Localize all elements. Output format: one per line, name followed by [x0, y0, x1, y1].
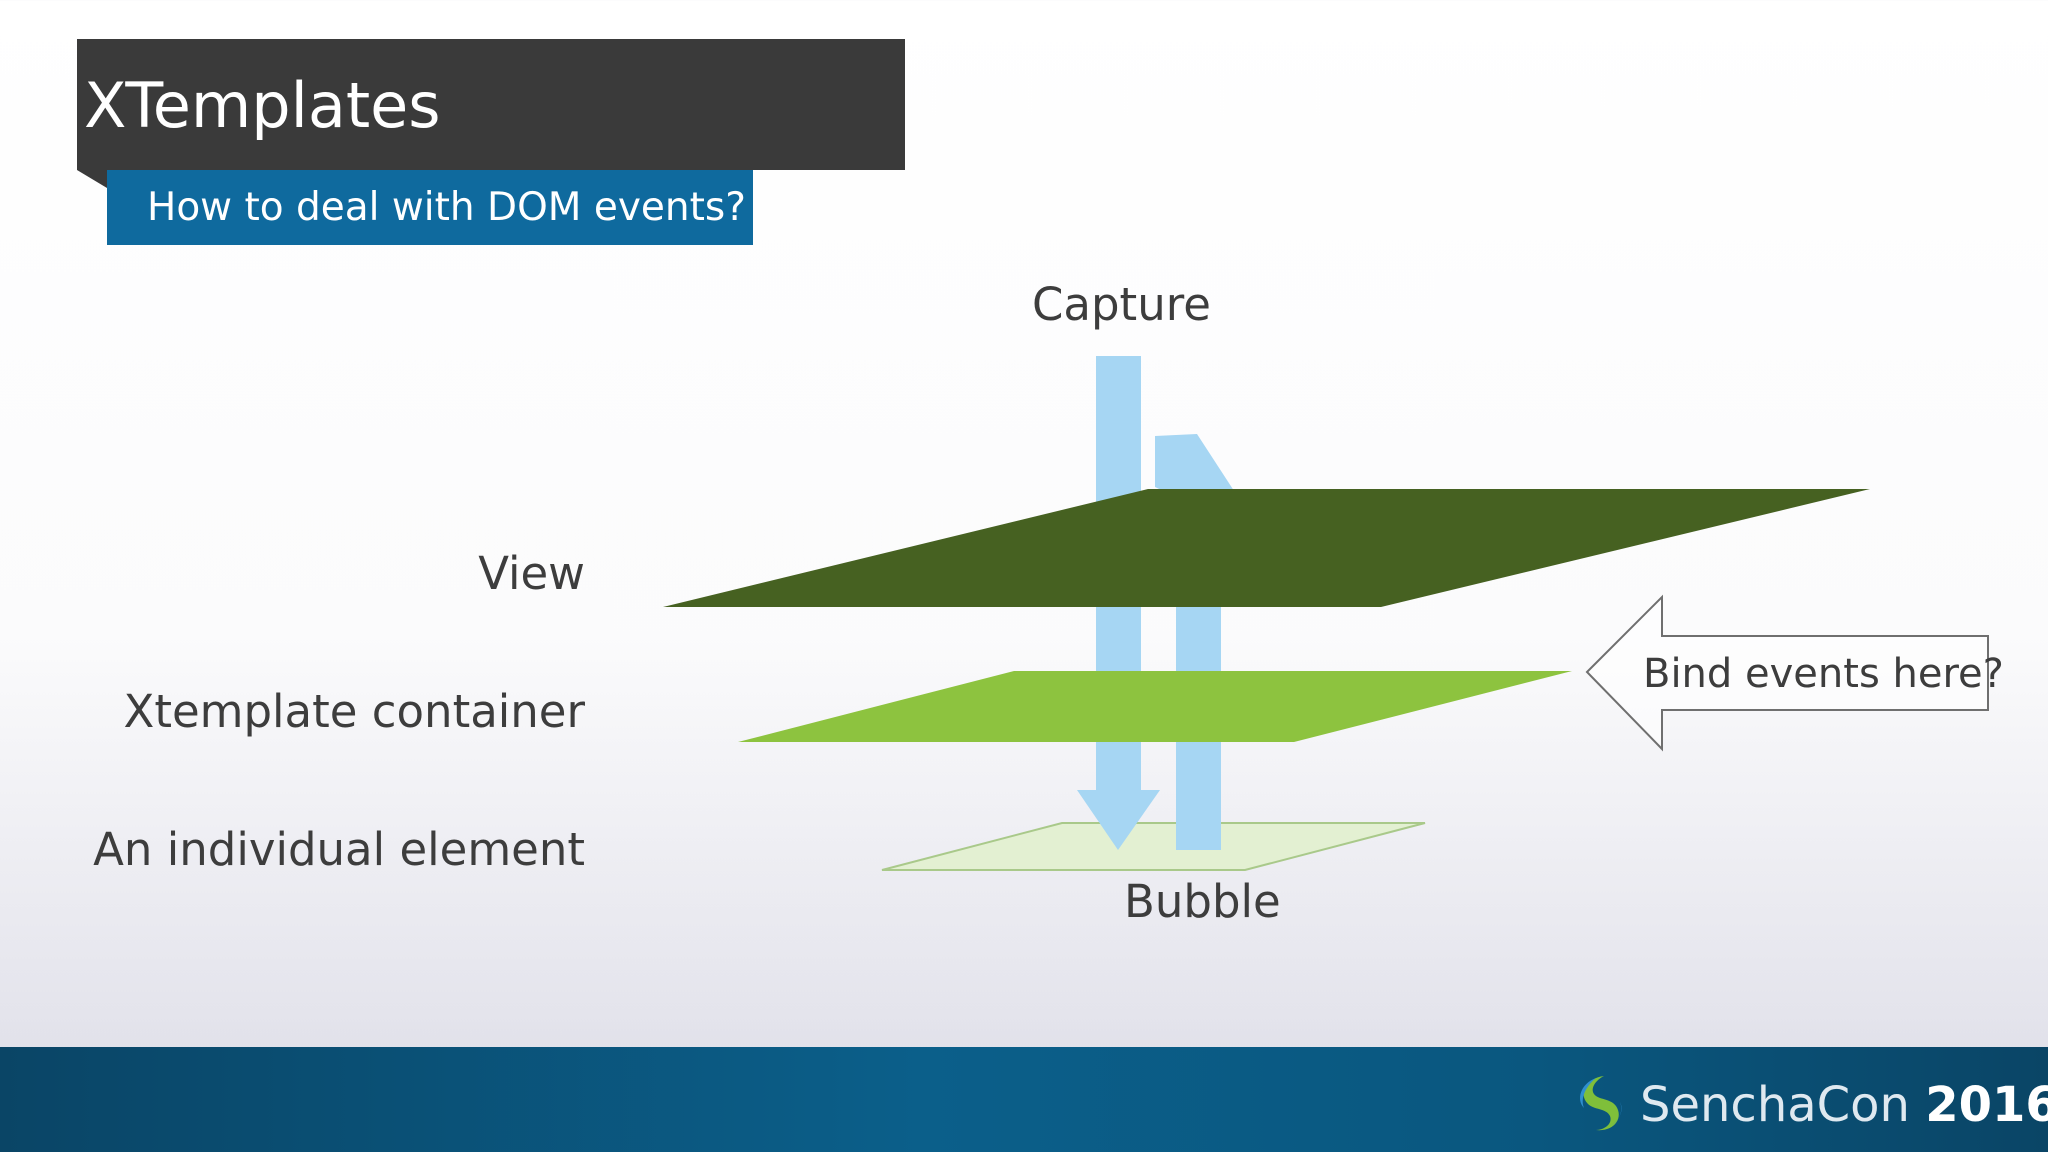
- subtitle-banner: [107, 170, 753, 245]
- bubble-arrow-bottom-shaft: [1176, 742, 1221, 850]
- slide-title: XTemplates: [84, 69, 441, 142]
- footer-bar: [0, 1047, 2048, 1152]
- brand-name: SenchaCon: [1640, 1077, 1910, 1133]
- title-banner: [77, 39, 905, 170]
- slide-subtitle: How to deal with DOM events?: [147, 185, 746, 230]
- view-layer-plane: [663, 489, 1870, 607]
- callout-label: Bind events here?: [1643, 651, 2004, 697]
- bubble-label: Bubble: [1124, 875, 1281, 928]
- layer-label-xtemplate-container: Xtemplate container: [123, 685, 586, 738]
- individual-element-layer-plane: [881, 822, 1426, 871]
- bind-events-callout-arrow: [1585, 594, 1989, 752]
- capture-arrow-bottom-shaft: [1096, 742, 1141, 790]
- xtemplate-container-layer-plane: [738, 671, 1572, 742]
- capture-arrow-head: [1077, 790, 1160, 850]
- capture-label: Capture: [1032, 278, 1211, 331]
- brand-wordmark: SenchaCon 2016: [1640, 1075, 2048, 1135]
- sencha-logo-icon: [1580, 1076, 1622, 1131]
- title-banner-fold: [77, 170, 107, 188]
- layer-label-view: View: [478, 547, 585, 600]
- layer-label-individual-element: An individual element: [93, 823, 585, 876]
- brand-year: 2016: [1925, 1077, 2048, 1133]
